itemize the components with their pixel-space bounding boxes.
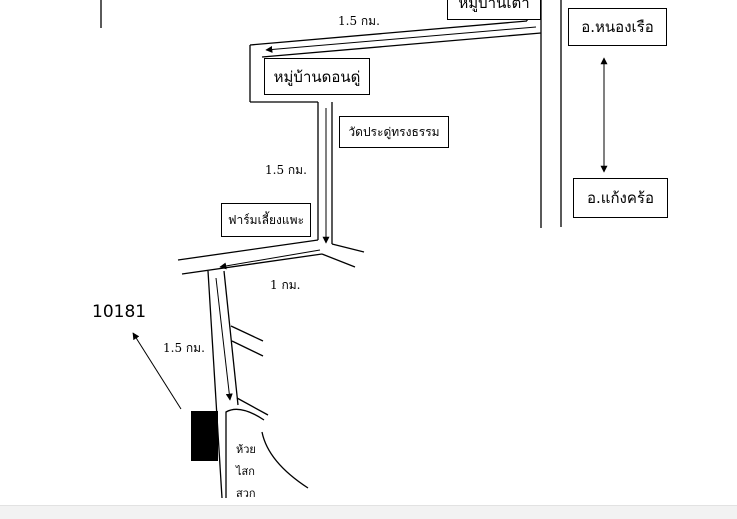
creek-label-line1: ห้วย [236, 443, 256, 456]
place-don-du: หมู่บ้านดอนดู่ [264, 58, 370, 95]
distance-label: 1.5 กม. [163, 341, 205, 355]
place-farm: ฟาร์มเลี้ยงแพะ [221, 203, 311, 237]
place-don-du-label: หมู่บ้านดอนดู่ [273, 67, 361, 86]
location-marker [191, 411, 218, 461]
road-lines [100, 0, 562, 499]
place-nong-ruea: อ.หนองเรือ [568, 8, 667, 46]
place-kaeng-khro-label: อ.แก้งคร้อ [587, 189, 654, 207]
place-wat: วัดประดู่ทรงธรรม [339, 116, 449, 148]
place-kaeng-khro: อ.แก้งคร้อ [573, 178, 668, 218]
creek-label-line3: สวก [236, 487, 256, 500]
creek-label-line2: ไสก [236, 465, 255, 478]
destination-code: 10181 [92, 302, 147, 322]
place-farm-label: ฟาร์มเลี้ยงแพะ [227, 212, 305, 227]
place-nong-ruea-label: อ.หนองเรือ [581, 18, 654, 36]
route-arrows [132, 26, 608, 410]
distance-label: 1 กม. [270, 278, 301, 292]
place-village-top: หมู่บ้านเต่า [447, 0, 541, 20]
footer-strip [0, 505, 737, 519]
place-village-top-label: หมู่บ้านเต่า [458, 0, 530, 12]
place-wat-label: วัดประดู่ทรงธรรม [348, 124, 440, 139]
distance-label: 1.5 กม. [265, 163, 307, 177]
distance-label: 1.5 กม. [338, 14, 380, 28]
